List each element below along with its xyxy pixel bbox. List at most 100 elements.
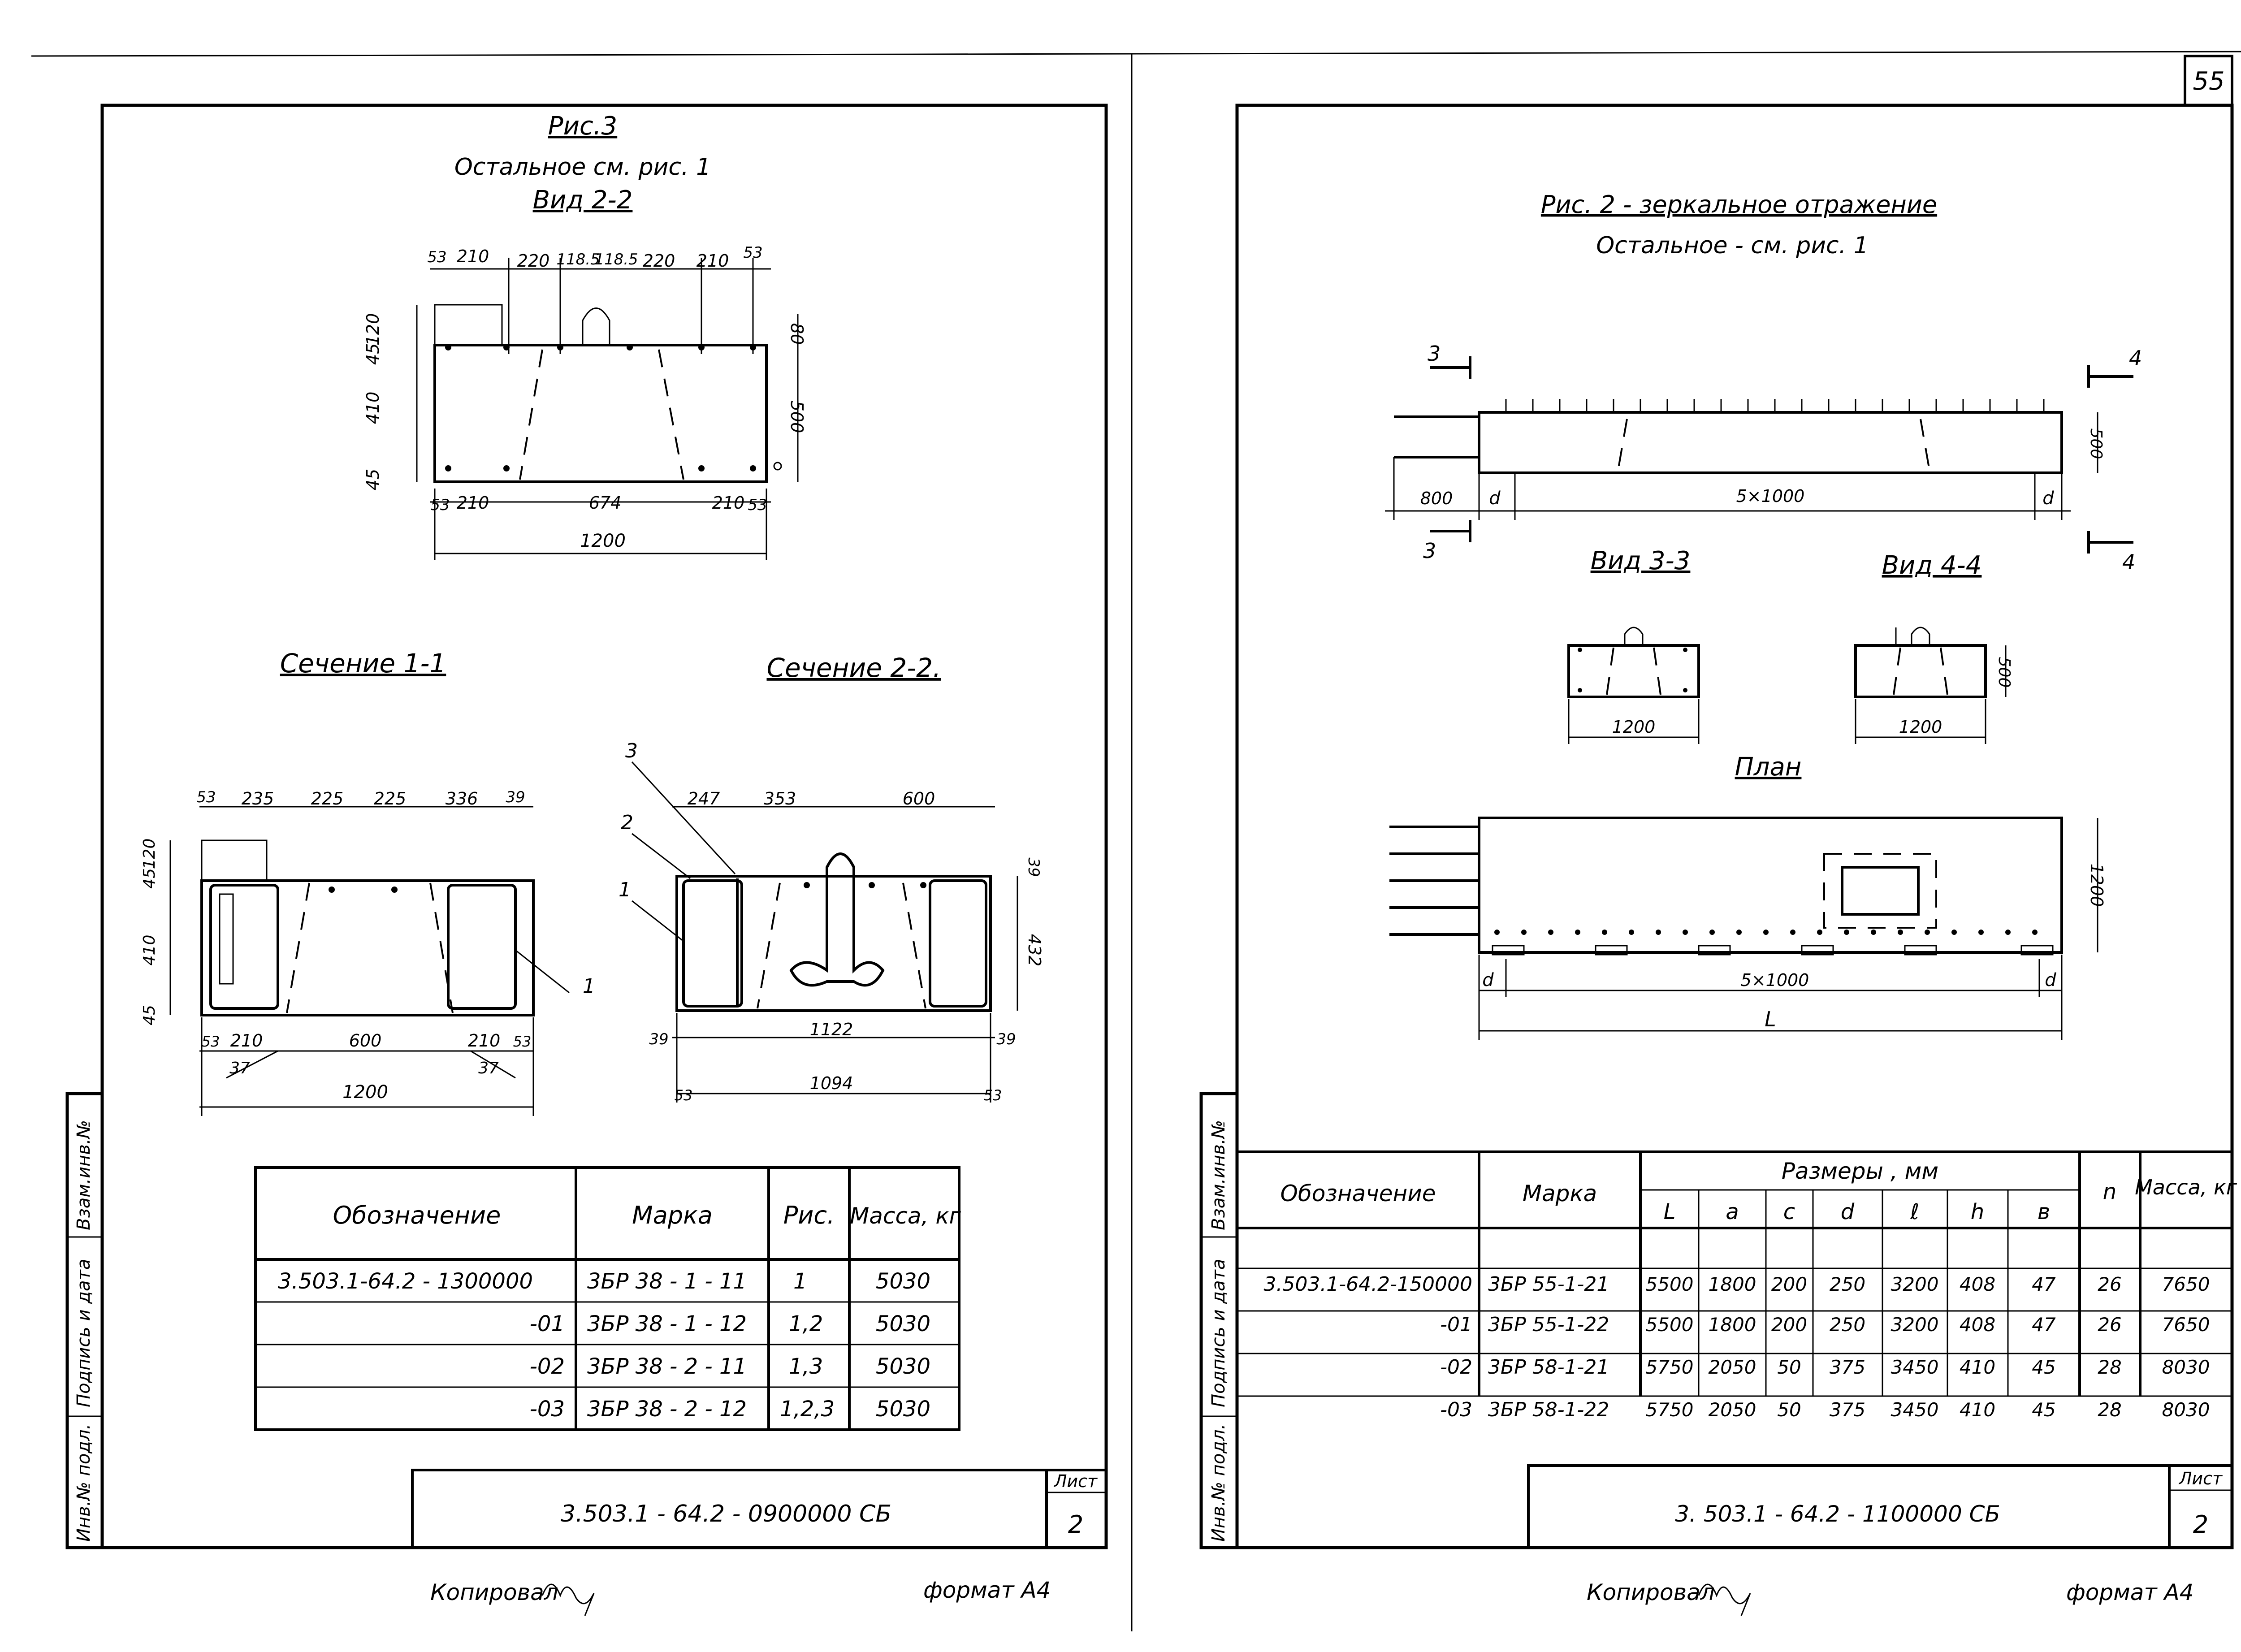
- plan-height: 1200: [2087, 864, 2107, 907]
- left-side-label-replace: Взам.инв.№: [74, 1120, 94, 1230]
- view-4-4-height: 500: [1995, 657, 2013, 688]
- right-table-r3-n: 28: [2098, 1399, 2121, 1421]
- right-table-r2-L: 5750: [1646, 1356, 1694, 1378]
- right-table-r1-c: 200: [1771, 1314, 1807, 1336]
- elevation-dim-d1: d: [1489, 488, 1501, 509]
- elevation-bar-ticks: [1505, 399, 2045, 412]
- right-table-r3-a: 2050: [1709, 1399, 1756, 1421]
- view-4-4-width: 1200: [1899, 717, 1942, 737]
- right-side-strip-frame: [1199, 1092, 1239, 1549]
- view-4-4-outline: [1854, 644, 1987, 698]
- view-2-2-dim-top-4: 118.5: [594, 251, 638, 268]
- right-footer-format: формат А4: [2066, 1579, 2193, 1605]
- right-table-r3-designation: -03: [1440, 1398, 1472, 1421]
- section-2-2-dim-bottom-2: 39: [996, 1030, 1016, 1048]
- section-2-2-dim-bottom2-0: 53: [675, 1087, 693, 1104]
- right-table-r2-l: 3450: [1891, 1356, 1939, 1378]
- section-1-1-dim-left-3: 45: [140, 1005, 159, 1025]
- left-figure-subtitle: Остальное см. рис. 1: [454, 154, 711, 181]
- right-table-header-c: c: [1783, 1199, 1795, 1224]
- right-table-r3-L: 5750: [1646, 1399, 1694, 1421]
- left-table-header-mass: Масса, кг: [850, 1203, 961, 1229]
- plan-dim-L: L: [1765, 1007, 1776, 1031]
- section-1-1-dim-bottom-1: 210: [230, 1031, 263, 1051]
- left-copied-signature: [541, 1583, 595, 1616]
- right-table-r0-l: 3200: [1891, 1273, 1939, 1295]
- left-table-header-mark: Марка: [632, 1201, 713, 1229]
- view-2-2-dim-top-2: 220: [517, 251, 550, 271]
- left-table-r0-mass: 5030: [876, 1269, 930, 1294]
- section-2-2-dim-top-2: 600: [903, 789, 935, 809]
- left-table-r1-fig: 1,2: [789, 1311, 823, 1336]
- left-stamp-sheet-number: 2: [1068, 1510, 1083, 1539]
- right-table-r1-L: 5500: [1646, 1314, 1694, 1336]
- left-footer-format: формат А4: [923, 1577, 1051, 1603]
- plan-dots: [1494, 930, 2038, 935]
- plan-dim-d1: d: [1482, 970, 1494, 990]
- right-table-r3-d: 375: [1830, 1399, 1865, 1421]
- section-2-2-dim-bottom2-1: 1094: [810, 1073, 853, 1093]
- right-table-r0-d: 250: [1830, 1273, 1865, 1295]
- right-table-r2-h: 410: [1960, 1356, 1995, 1378]
- right-table-r0-b: 47: [2032, 1273, 2056, 1295]
- right-table-header-l: ℓ: [1910, 1199, 1919, 1224]
- view-2-2-dim-left-1: 45: [363, 343, 383, 365]
- right-table-header-mark: Марка: [1523, 1181, 1597, 1207]
- right-stamp-code: 3. 503.1 - 64.2 - 1100000 СБ: [1675, 1501, 2000, 1527]
- section-1-1-dim-top-4: 336: [446, 789, 478, 809]
- left-title-block: 3.503.1 - 64.2 - 0900000 СБ Лист 2: [411, 1469, 1108, 1549]
- elevation-dim-d2: d: [2042, 488, 2054, 509]
- elevation-cut-3-top: 3: [1428, 342, 1441, 366]
- left-side-label-inv: Инв.№ подл.: [74, 1424, 94, 1542]
- left-table-r0-designation: 3.503.1-64.2 - 1300000: [278, 1269, 533, 1294]
- left-sheet: Инв.№ подл. Подпись и дата Взам.инв.№ Ри…: [65, 104, 1108, 1616]
- section-1-1-outline: [200, 879, 535, 1016]
- right-table-r1-b: 47: [2032, 1314, 2056, 1336]
- section-1-1-dim-bottom-0: 53: [202, 1033, 220, 1050]
- left-table-r2-fig: 1,3: [789, 1354, 823, 1379]
- elevation-drawing: 3 3 4 4 800 d 5×1000 d 500: [1385, 342, 2142, 574]
- right-stamp-sheet-number: 2: [2193, 1510, 2208, 1539]
- right-table-r0-n: 26: [2098, 1273, 2121, 1295]
- view-4-4-title: Вид 4-4: [1882, 551, 1982, 580]
- left-table-header-fig: Рис.: [783, 1201, 835, 1229]
- right-table-r1-mark: 3БР 55-1-22: [1488, 1313, 1609, 1336]
- section-1-1-dim-top-1: 235: [242, 789, 274, 809]
- right-table-r1-l: 3200: [1891, 1314, 1939, 1336]
- view-2-2-dim-bottom-1: 210: [457, 493, 489, 513]
- left-table-r1-designation: -01: [530, 1311, 565, 1336]
- right-table-r2-designation: -02: [1440, 1356, 1472, 1379]
- plan-drawing: 1200 d 5×1000 d L: [1389, 817, 2107, 1040]
- view-2-2-dim-bottom-0: 53: [430, 496, 450, 514]
- right-copied-signature: [1698, 1583, 1751, 1616]
- right-table-r1-designation: -01: [1440, 1313, 1472, 1336]
- elevation-outline: [1478, 411, 2063, 474]
- left-stamp-code: 3.503.1 - 64.2 - 0900000 СБ: [561, 1501, 891, 1527]
- plan-outline: [1478, 817, 2063, 954]
- section-2-2-dim-bottom2-2: 53: [984, 1087, 1002, 1104]
- view-3-3-drawing: 1200: [1567, 627, 1700, 744]
- section-1-1-dim-left-1: 45: [140, 868, 159, 889]
- section-1-1-dim-bottom-3: 210: [468, 1031, 501, 1051]
- section-2-2-outline: [675, 875, 992, 1012]
- view-2-2-dim-top-1: 210: [457, 247, 489, 266]
- left-side-label-sign: Подпись и дата: [74, 1259, 94, 1407]
- right-table-r0-c: 200: [1771, 1273, 1807, 1295]
- plan-title: План: [1735, 752, 1802, 782]
- right-table-r1-n: 26: [2098, 1314, 2121, 1336]
- right-table-r0-mass: 7650: [2162, 1273, 2210, 1295]
- right-table-r3-c: 50: [1777, 1399, 1801, 1421]
- right-table-r2-c: 50: [1777, 1356, 1801, 1378]
- right-table-r2-b: 45: [2032, 1356, 2055, 1378]
- view-2-2-dim-bottom-2: 674: [589, 493, 622, 513]
- right-side-label-sign: Подпись и дата: [1208, 1259, 1229, 1407]
- right-table-r3-l: 3450: [1891, 1399, 1939, 1421]
- left-table-header-designation: Обозначение: [333, 1201, 501, 1229]
- left-figure-title: Рис.3: [548, 112, 617, 141]
- view-2-2-dim-bottom-4: 53: [748, 496, 767, 514]
- view-2-2-outline: [433, 344, 768, 483]
- right-table-r0-mark: 3БР 55-1-21: [1488, 1273, 1609, 1296]
- section-2-2-dim-bottom-1: 1122: [810, 1020, 853, 1039]
- section-2-2-dim-bottom-0: 39: [649, 1030, 668, 1048]
